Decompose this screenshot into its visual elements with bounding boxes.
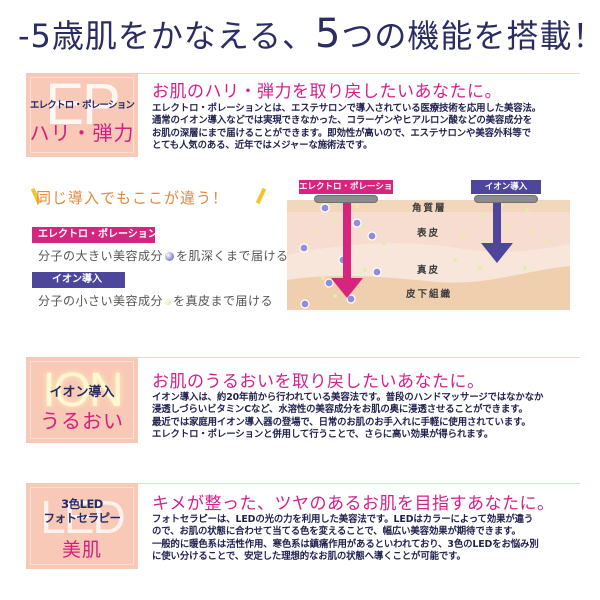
badge-title: ハリ・弾力	[29, 121, 135, 145]
description-line: エレクトロ・ポレーションとは、エステサロンで導入されている医療技術を応用した美容…	[152, 103, 542, 114]
description-line: イオン導入は、約20年前から行われている美容法です。普段のハンドマッサージではな…	[152, 392, 544, 403]
feature-headline: キメが整った、ツヤのあるお肌を目指すあなたに。	[152, 494, 555, 514]
compare-label-ion: イオン導入	[32, 272, 125, 288]
description-line: 通常のイオン導入などでは実現できなかった、コラーゲンやヒアルロン酸などの美容成分…	[152, 115, 532, 127]
layer-label-epidermis: 表皮	[417, 228, 441, 239]
badge-inner-frame	[30, 487, 134, 565]
section-divider	[136, 357, 580, 358]
large-molecule-dot-icon	[165, 252, 175, 261]
feature-electroporation: EP エレクトロ・ポレーション ハリ・弾力 お肌のハリ・弾力を取り戻したいあなた…	[26, 73, 580, 157]
desc-text: 分子の小さい美容成分	[38, 294, 164, 308]
description-line: 最近では家庭用イオン導入器の登場で、日常のお肌のお手入れに手軽に使用されています…	[152, 416, 531, 428]
description-line: ので、お肌の状態に合わせて当てる色を変えることで、幅広い美容効果が期待できます。	[152, 526, 521, 538]
description-line: お肌の深層にまで届けることができます。即効性が高いので、エステサロンや美容外科等…	[152, 127, 531, 139]
layer-label-subcutis: 皮下組織	[406, 289, 453, 300]
ion-probe-icon	[474, 195, 538, 203]
badge-subtitle-line: フォトセラピー	[43, 511, 122, 525]
title-number: 5	[314, 11, 342, 57]
badge-subtitle: イオン導入	[49, 385, 115, 400]
badge-ghost-text: ION	[42, 364, 123, 417]
compare-title: 同じ導入でもここが違う！	[36, 189, 229, 207]
description-line: に使い分けることで、安定した理想的なお肌の状態へ導くことが可能です。	[152, 551, 466, 563]
badge-ghost-text: EP	[45, 73, 120, 137]
compare-label-ep: エレクトロ・ポレーション	[32, 227, 158, 243]
feature-description: エレクトロ・ポレーションとは、エステサロンで導入されている医療技術を応用した美容…	[152, 103, 582, 153]
desc-text: を真皮まで届ける	[173, 294, 274, 308]
desc-text: 分子の大きい美容成分	[38, 249, 164, 263]
badge-title: 美肌	[61, 539, 102, 561]
badge-title: うるおい	[40, 409, 124, 433]
badge-ghost-text: LED	[40, 491, 125, 543]
description-line: フォトセラピーは、LEDの光の力を利用した美容法です。LEDはカラーによって効果…	[152, 514, 534, 525]
badge-subtitle-line: 3色LED	[61, 497, 103, 511]
feature-headline: お肌のハリ・弾力を取り戻したいあなたに。	[152, 82, 502, 102]
feature-description: イオン導入は、約20年前から行われている美容法です。普段のハンドマッサージではな…	[152, 392, 582, 442]
title-suffix: つの機能を搭載！	[341, 17, 600, 55]
diagram-tag-ion: イオン導入	[471, 180, 541, 194]
title-prefix: -5歳肌をかなえる、	[18, 17, 315, 55]
sparkle-right-icon	[255, 187, 267, 205]
description-line: 一般的に暖色系は活性作用、寒色系は鎮痛作用があるといわれており、3色のLEDをお…	[152, 538, 539, 550]
skin-layer-diagram	[287, 200, 570, 310]
small-molecule-dot-icon	[165, 298, 172, 305]
feature-description: フォトセラピーは、LEDの光の力を利用した美容法です。LEDはカラーによって効果…	[152, 514, 582, 564]
compare-desc-ion: 分子の小さい美容成分を真皮まで届ける	[38, 292, 273, 309]
feature-badge-led: LED 3色LED フォトセラピー 美肌	[26, 483, 138, 569]
section-divider	[136, 73, 580, 74]
badge-inner-frame	[30, 361, 134, 439]
layer-label-stratum: 角質層	[412, 203, 447, 214]
compare-desc-ep: 分子の大きい美容成分を肌深くまで届ける	[38, 247, 289, 264]
description-line: とても人気のある、近年ではメジャーな施術法です。	[152, 140, 373, 152]
badge-subtitle: 3色LED フォトセラピー	[26, 497, 138, 525]
badge-inner-frame	[30, 77, 134, 153]
layer-label-dermis: 真皮	[417, 265, 441, 276]
feature-badge-ion: ION イオン導入 うるおい	[26, 357, 138, 443]
badge-subtitle: エレクトロ・ポレーション	[29, 100, 135, 111]
page-title: -5歳肌をかなえる、5つの機能を搭載！	[18, 8, 600, 60]
ep-probe-icon	[314, 195, 378, 203]
description-line: エレクトロ・ポレーションと併用して行うことで、さらに高い効果が得られます。	[152, 429, 494, 441]
feature-headline: お肌のうるおいを取り戻したいあなたに。	[152, 372, 485, 392]
desc-text: を肌深くまで届ける	[176, 249, 289, 263]
description-line: 浸透しづらいビタミンCなど、水溶性の美容成分をお肌の奥に浸透させることができます…	[152, 404, 528, 416]
diagram-tag-ep: エレクトロ・ポレーション	[299, 180, 401, 194]
feature-led-phototherapy: LED 3色LED フォトセラピー 美肌 キメが整った、ツヤのあるお肌を目指すあ…	[26, 483, 580, 569]
feature-badge-ep: EP エレクトロ・ポレーション ハリ・弾力	[26, 73, 138, 157]
section-divider	[136, 483, 580, 484]
feature-ion-induction: ION イオン導入 うるおい お肌のうるおいを取り戻したいあなたに。 イオン導入…	[26, 357, 580, 443]
